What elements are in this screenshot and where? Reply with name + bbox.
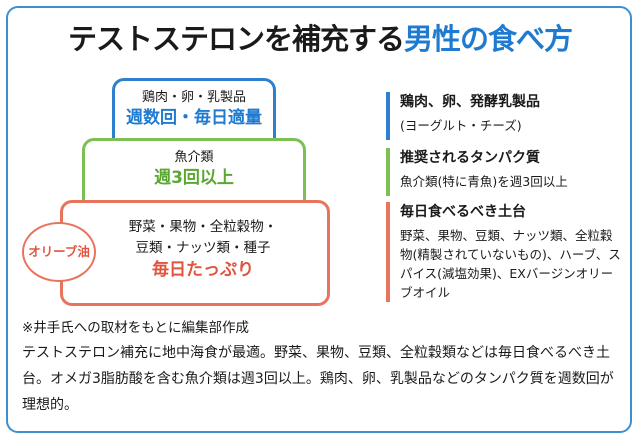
pyramid-tier-base: 野菜・果物・全粒穀物・ 豆類・ナッツ類・種子 毎日たっぷり (60, 200, 330, 306)
title-main: テストステロンを補充する (67, 22, 405, 56)
tier-base-items-line1: 野菜・果物・全粒穀物・ (128, 219, 278, 235)
summary-text: テストステロン補充に地中海食が最適。野菜、果物、豆類、全粒穀類などは毎日食べるべ… (22, 345, 614, 413)
olive-oil-badge: オリーブ油 (22, 222, 96, 282)
description-top-title: 鶏肉、卵、発酵乳製品 (400, 94, 540, 110)
title-accent: 男性の食べ方 (404, 22, 573, 56)
pyramid-tier-middle: 魚介類 週3回以上 (82, 138, 306, 200)
description-middle-body: 魚介類(特に青魚)を週3回以上 (400, 174, 568, 189)
description-middle: 推奨されるタンパク質 魚介類(特に青魚)を週3回以上 (386, 148, 568, 196)
page-title: テストステロンを補充する男性の食べ方 (0, 16, 640, 58)
tier-middle-frequency: 週3回以上 (154, 168, 234, 188)
tier-middle-items: 魚介類 (174, 150, 214, 165)
description-base-title: 毎日食べるべき土台 (400, 204, 526, 220)
description-top-body: (ヨーグルト・チーズ) (400, 118, 522, 133)
description-middle-title: 推奨されるタンパク質 (400, 150, 540, 166)
pyramid-tier-top: 鶏肉・卵・乳製品 週数回・毎日適量 (112, 78, 276, 138)
outer-frame (6, 6, 632, 433)
tier-base-items-line2: 豆類・ナッツ類・種子 (135, 240, 271, 256)
description-base: 毎日食べるべき土台 野菜、果物、豆類、ナッツ類、全粒穀物(精製されていないもの)… (386, 202, 624, 302)
description-top: 鶏肉、卵、発酵乳製品 (ヨーグルト・チーズ) (386, 92, 540, 140)
description-base-body: 野菜、果物、豆類、ナッツ類、全粒穀物(精製されていないもの)、ハーブ、スパイス(… (400, 228, 621, 300)
source-note: ※井手氏への取材をもとに編集部作成 (22, 320, 250, 336)
tier-top-frequency: 週数回・毎日適量 (126, 108, 262, 128)
tier-base-frequency: 毎日たっぷり (152, 260, 254, 280)
tier-top-items: 鶏肉・卵・乳製品 (141, 90, 246, 105)
tier-base-items: 野菜・果物・全粒穀物・ 豆類・ナッツ類・種子 (63, 217, 327, 259)
